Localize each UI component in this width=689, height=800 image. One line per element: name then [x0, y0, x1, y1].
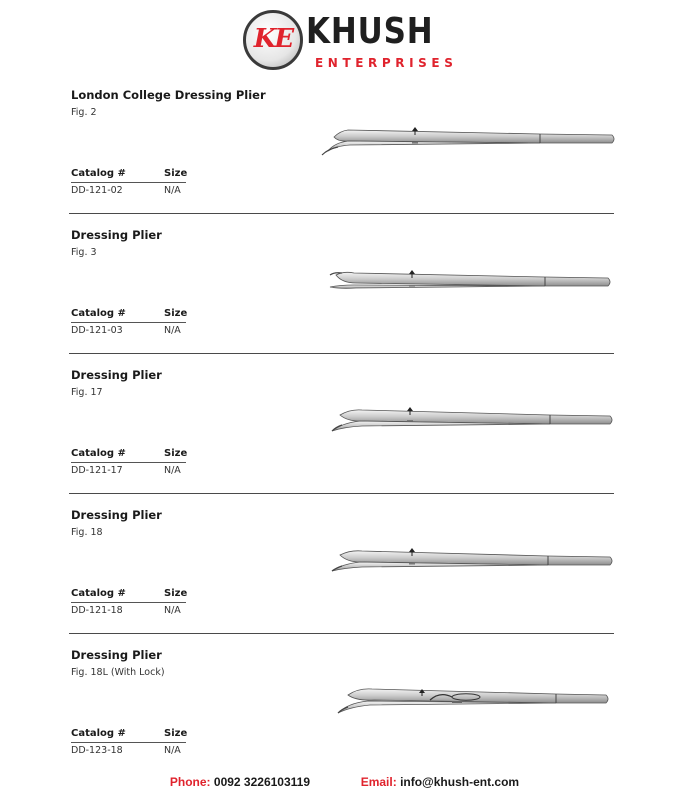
product-name: Dressing Plier [71, 368, 162, 382]
product-section: Dressing Plier Fig. 18 Catalog # Size DD… [0, 508, 689, 648]
product-section: Dressing Plier Fig. 18L (With Lock) Cata… [0, 648, 689, 788]
product-section: Dressing Plier Fig. 3 Catalog # Size DD-… [0, 228, 689, 368]
product-figure: Fig. 3 [71, 247, 97, 258]
brand-name: KHUSH [306, 11, 434, 52]
locking-dressing-plier-icon [337, 688, 609, 714]
product-name: Dressing Plier [71, 648, 162, 662]
size-value: N/A [164, 605, 181, 616]
email-address: info@khush-ent.com [400, 775, 520, 789]
section-divider [69, 213, 614, 214]
product-figure: Fig. 2 [71, 107, 97, 118]
catalog-number: DD-121-17 [71, 465, 123, 476]
size-value: N/A [164, 745, 181, 756]
dressing-plier-icon [329, 270, 611, 289]
section-divider [69, 633, 614, 634]
size-column-header: Size [164, 168, 188, 179]
product-section: London College Dressing Plier Fig. 2 Cat… [0, 88, 689, 228]
size-column-header: Size [164, 308, 188, 319]
product-figure: Fig. 18 [71, 527, 103, 538]
phone-number: 0092 3226103119 [213, 775, 311, 789]
size-value: N/A [164, 185, 181, 196]
contact-footer: Phone: 0092 3226103119 Email: info@khush… [0, 775, 689, 789]
size-column-header: Size [164, 588, 188, 599]
product-figure: Fig. 18L (With Lock) [71, 667, 165, 678]
size-column-header: Size [164, 448, 188, 459]
section-divider [69, 353, 614, 354]
header-underline [71, 322, 186, 323]
header-underline [71, 602, 186, 603]
logo-badge-icon [243, 10, 303, 70]
catalog-number: DD-121-02 [71, 185, 123, 196]
logo-monogram: KE [253, 24, 294, 54]
brand-subtitle: ENTERPRISES [315, 56, 458, 70]
catalog-column-header: Catalog # [71, 308, 126, 319]
size-value: N/A [164, 465, 181, 476]
header-underline [71, 182, 186, 183]
phone-label: Phone: [169, 775, 211, 789]
product-name: London College Dressing Plier [71, 88, 266, 102]
catalog-number: DD-121-03 [71, 325, 123, 336]
product-name: Dressing Plier [71, 228, 162, 242]
dressing-plier-icon [321, 127, 615, 156]
catalog-column-header: Catalog # [71, 448, 126, 459]
section-divider [69, 493, 614, 494]
catalog-number: DD-123-18 [71, 745, 123, 756]
header-underline [71, 742, 186, 743]
size-column-header: Size [164, 728, 188, 739]
dressing-plier-icon [331, 407, 613, 432]
email-label: Email: [360, 775, 397, 789]
product-figure: Fig. 17 [71, 387, 103, 398]
header-underline [71, 462, 186, 463]
brand-logo: KE KHUSH ENTERPRISES [243, 10, 453, 80]
dressing-plier-icon [331, 548, 613, 572]
size-value: N/A [164, 325, 181, 336]
catalog-column-header: Catalog # [71, 728, 126, 739]
product-section: Dressing Plier Fig. 17 Catalog # Size DD… [0, 368, 689, 508]
catalog-column-header: Catalog # [71, 168, 126, 179]
catalog-number: DD-121-18 [71, 605, 123, 616]
catalog-column-header: Catalog # [71, 588, 126, 599]
product-name: Dressing Plier [71, 508, 162, 522]
